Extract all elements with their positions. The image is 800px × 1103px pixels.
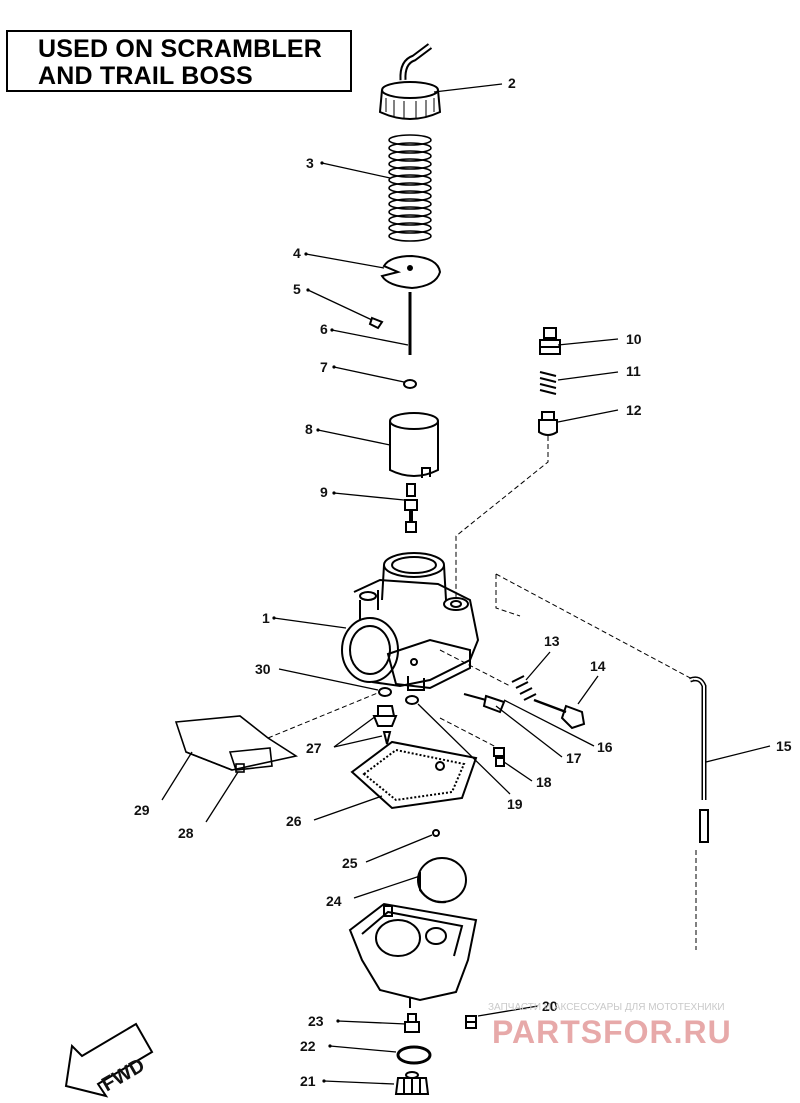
part-3-spring xyxy=(388,134,432,242)
part-2-cap xyxy=(378,43,442,120)
callout-26: 26 xyxy=(286,813,302,829)
float-bowl xyxy=(348,902,478,1008)
title-line-2: AND TRAIL BOSS xyxy=(38,62,253,90)
callout-4: 4 xyxy=(293,245,301,261)
callout-3: 3 xyxy=(306,155,314,171)
title-box: USED ON SCRAMBLER AND TRAIL BOSS xyxy=(6,30,352,92)
leader-dots xyxy=(272,161,340,1083)
part-15-cable xyxy=(689,676,709,843)
part-16-17-screw-spring xyxy=(463,693,506,714)
watermark-brand: PARTSFOR.RU xyxy=(492,1014,732,1050)
part-9-needle-jet xyxy=(404,483,418,533)
part-11-spring xyxy=(539,371,557,395)
callout-16: 16 xyxy=(597,739,613,755)
leader-lines xyxy=(161,83,771,1085)
part-28-pin xyxy=(228,747,273,773)
part-30-washer xyxy=(378,687,392,697)
part-20-drain-screw xyxy=(465,1015,477,1029)
part-7-washer xyxy=(403,379,417,389)
callout-19: 19 xyxy=(507,796,523,812)
callout-18: 18 xyxy=(536,774,552,790)
part-23-main-jet xyxy=(404,1013,420,1033)
part-18-plug xyxy=(493,747,505,767)
callout-28: 28 xyxy=(178,825,194,841)
fwd-label: FWD xyxy=(98,1054,148,1096)
part-5-clip xyxy=(368,316,384,330)
callout-22: 22 xyxy=(300,1038,316,1054)
part-4-plate xyxy=(380,254,442,290)
part-24-float xyxy=(417,857,467,904)
part-1-carburetor-body xyxy=(341,552,480,691)
part-21-drain-plug xyxy=(394,1071,430,1095)
part-19-washer xyxy=(405,695,419,705)
part-27-valve-seat xyxy=(372,705,398,745)
callout-numbers: 1 2 3 4 5 6 7 8 9 10 11 12 13 14 15 16 1… xyxy=(134,75,792,1089)
part-8-throttle-valve xyxy=(389,412,439,478)
part-12-plunger xyxy=(538,411,558,436)
part-10-fitting xyxy=(539,327,561,355)
callout-30: 30 xyxy=(255,661,271,677)
callout-11: 11 xyxy=(626,363,641,379)
fwd-arrow-icon xyxy=(64,1022,154,1098)
callout-21: 21 xyxy=(300,1073,316,1089)
callout-29: 29 xyxy=(134,802,150,818)
part-26-gasket xyxy=(350,740,478,810)
callout-13: 13 xyxy=(544,633,560,649)
callout-17: 17 xyxy=(566,750,582,766)
callout-6: 6 xyxy=(320,321,328,337)
callout-14: 14 xyxy=(590,658,606,674)
part-25-pin xyxy=(432,829,440,837)
callout-7: 7 xyxy=(320,359,328,375)
callout-15: 15 xyxy=(776,738,792,754)
callout-1: 1 xyxy=(262,610,270,626)
callout-27: 27 xyxy=(306,740,322,756)
callout-8: 8 xyxy=(305,421,313,437)
part-22-o-ring xyxy=(396,1045,432,1065)
title-line-1: USED ON SCRAMBLER xyxy=(38,35,322,63)
part-29-float-arm xyxy=(174,715,299,771)
callout-10: 10 xyxy=(626,331,642,347)
part-14-screw xyxy=(533,698,586,730)
callout-2: 2 xyxy=(508,75,516,91)
callout-24: 24 xyxy=(326,893,342,909)
callout-20: 20 xyxy=(542,998,558,1014)
callout-12: 12 xyxy=(626,402,642,418)
part-13-spring xyxy=(511,675,537,701)
callout-9: 9 xyxy=(320,484,328,500)
callout-25: 25 xyxy=(342,855,358,871)
callout-23: 23 xyxy=(308,1013,324,1029)
watermark-caption: ЗАПЧАСТИ И АКСЕССУАРЫ ДЛЯ МОТОТЕХНИКИ xyxy=(488,1002,725,1013)
callout-5: 5 xyxy=(293,281,301,297)
